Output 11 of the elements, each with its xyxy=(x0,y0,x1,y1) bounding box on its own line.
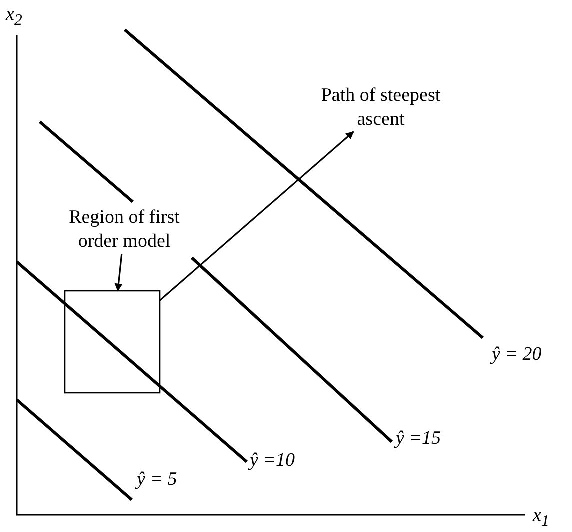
contour-label: ŷ =10 xyxy=(250,450,296,472)
annotation-text: Path of steepest ascent xyxy=(296,84,466,132)
arrow xyxy=(159,131,354,302)
contour-label: ŷ =15 xyxy=(396,428,442,450)
axis-label: x$_{1}$ xyxy=(533,505,550,531)
contour-label: ŷ = 5 xyxy=(137,469,178,491)
region-box xyxy=(64,290,161,394)
contour-label: ŷ = 20 xyxy=(492,344,542,366)
annotation-text: Region of first order model xyxy=(52,206,197,254)
arrow xyxy=(114,254,123,292)
axis-label: x$_{2}$ xyxy=(6,4,22,30)
